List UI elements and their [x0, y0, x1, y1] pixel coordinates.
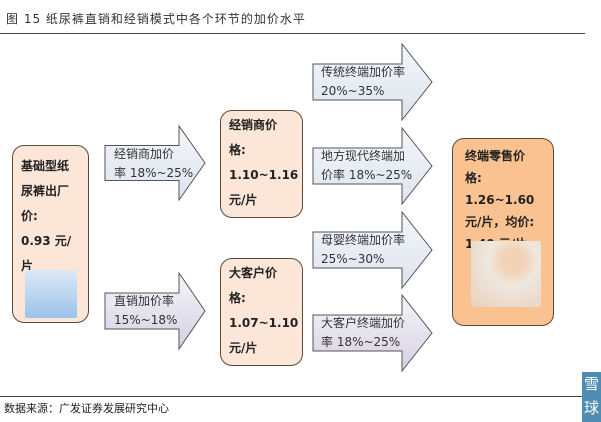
baby-image: [471, 241, 541, 307]
factory-line1: 基础型纸: [21, 159, 70, 173]
figure-title: 图 15 纸尿裤直销和经销模式中各个环节的加价水平: [6, 12, 306, 26]
arrow-label-line2: 率 18%~25%: [114, 166, 194, 180]
arrow-label-line2: 25%~30%: [321, 252, 385, 266]
box-line2: 格:: [229, 143, 246, 157]
traditional-terminal-arrow: 传统终端加价率 20%~35%: [312, 43, 433, 121]
arrow-polygon: [312, 127, 433, 205]
factory-line3: 价:: [21, 209, 38, 223]
arrow-label-line1: 大客户终端加价: [321, 316, 406, 330]
distributor-price-box: 经销商价 格: 1.10~1.16 元/片: [220, 110, 303, 218]
arrow-shape: [104, 125, 206, 201]
arrow-label-line2: 率 18%~25%: [321, 335, 401, 349]
arrow-label-line1: 经销商加价: [114, 147, 175, 161]
key-account-price-box: 大客户价 格: 1.07~1.10 元/片: [220, 258, 303, 366]
arrow-shape: [312, 294, 433, 372]
arrow-polygon: [312, 211, 433, 289]
arrow-polygon: [104, 272, 206, 350]
footer-rule: [0, 396, 585, 397]
box-line4: 元/片: [229, 193, 258, 207]
factory-line2: 尿裤出厂: [21, 184, 70, 198]
box-line2: 格: 1.26~1.60: [465, 171, 535, 207]
box-line3: 元/片，均价:: [465, 215, 535, 229]
arrow-polygon: [104, 125, 206, 201]
box-line2: 格:: [229, 291, 246, 305]
arrow-shape: [312, 127, 433, 205]
arrow-label-line2: 20%~35%: [321, 84, 385, 98]
title-rule: [0, 33, 585, 34]
direct-markup-arrow: 直销加价率 15%~18%: [104, 272, 206, 350]
box-line1: 大客户价: [229, 266, 278, 280]
box-line1: 经销商价: [229, 118, 278, 132]
arrow-label-line1: 地方现代终端加: [321, 149, 406, 163]
box-line3: 1.07~1.10: [229, 316, 299, 330]
arrow-label-line1: 直销加价率: [114, 294, 175, 308]
arrow-shape: [104, 272, 206, 350]
modern-terminal-arrow: 地方现代终端加价率 18%~25%: [312, 127, 433, 205]
arrow-label-line2: 15%~18%: [114, 313, 178, 327]
arrow-shape: [312, 211, 433, 289]
box-line3: 1.10~1.16: [229, 168, 299, 182]
arrow-label-line1: 传统终端加价率: [321, 65, 406, 79]
watermark-char: 球: [583, 399, 599, 417]
distributor-markup-arrow: 经销商加价率 18%~25%: [104, 125, 206, 201]
diaper-image: [25, 270, 77, 318]
factory-line4: 0.93 元/片: [21, 234, 72, 273]
watermark-logo: 雪球: [582, 372, 601, 422]
arrow-label-line2: 价率 18%~25%: [321, 168, 413, 182]
watermark-char: 雪: [583, 375, 599, 393]
arrow-label-line1: 母婴终端加价率: [321, 233, 406, 247]
maternity-terminal-arrow: 母婴终端加价率 25%~30%: [312, 211, 433, 289]
key-account-terminal-arrow: 大客户终端加价率 18%~25%: [312, 294, 433, 372]
factory-price-box: 基础型纸 尿裤出厂 价: 0.93 元/片: [12, 145, 89, 323]
source-note: 数据来源：广发证券发展研究中心: [4, 402, 169, 415]
arrow-polygon: [312, 294, 433, 372]
retail-price-box: 终端零售价 格: 1.26~1.60 元/片，均价: 1.40 元/片: [452, 138, 554, 326]
arrow-polygon: [312, 43, 433, 121]
arrow-shape: [312, 43, 433, 121]
box-line1: 终端零售价: [465, 149, 526, 163]
box-line4: 元/片: [229, 341, 258, 355]
